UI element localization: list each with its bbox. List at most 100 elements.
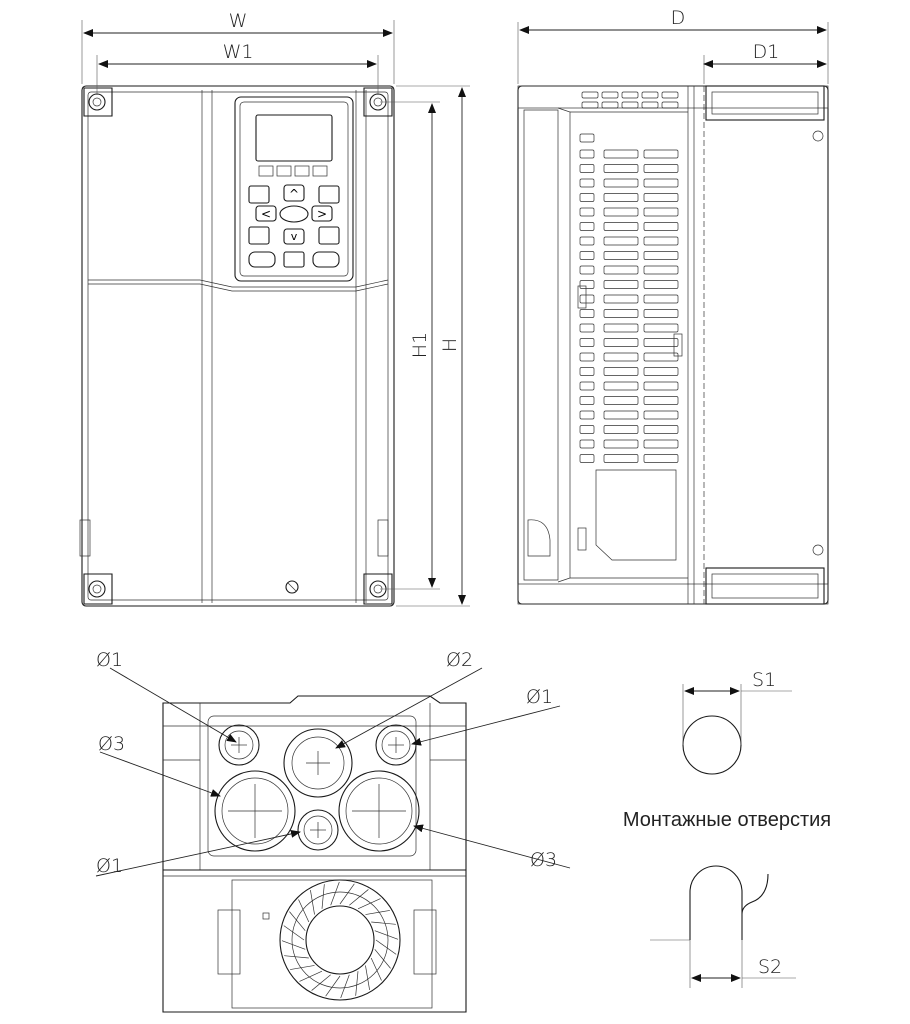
- vent-slot: [603, 367, 639, 376]
- fan-slat: [357, 898, 381, 910]
- vent-slot: [579, 425, 595, 434]
- vent-slot: [643, 323, 679, 333]
- vent-slot: [603, 193, 639, 202]
- cable-hole-small-bottom: [297, 809, 339, 851]
- vent-slot: [579, 222, 595, 231]
- vent-slot: [643, 338, 679, 347]
- hole-label-phi3-right: Ø3: [530, 849, 557, 871]
- dim-label-h: H: [439, 338, 461, 352]
- fan-grille: [217, 879, 437, 1009]
- vent-slot: [579, 439, 595, 449]
- fan-slat: [330, 881, 340, 906]
- vent-slot: [641, 101, 659, 109]
- vent-slot: [643, 381, 679, 391]
- vent-slot: [581, 91, 599, 99]
- vent-slot: [603, 294, 639, 304]
- vent-slot: [643, 454, 679, 463]
- slot-label-s1: S1: [752, 669, 776, 691]
- vent-slot: [603, 338, 639, 347]
- vent-slot: [581, 101, 599, 109]
- vent-slot: [643, 236, 679, 246]
- mounting-bracket-bottom-left: [83, 573, 113, 605]
- vent-slot: [661, 91, 679, 99]
- bottom-view: Ø1 Ø2 Ø1 Ø3 Ø1 Ø3: [95, 649, 571, 1013]
- fan-slat: [283, 925, 305, 941]
- hole-label-phi3-left: Ø3: [98, 733, 125, 755]
- fan-slat: [290, 965, 315, 970]
- mounting-holes-detail: S1 Монтажные отверстия S2: [623, 669, 831, 988]
- dim-label-w: W: [229, 10, 248, 32]
- vent-slot: [643, 178, 679, 188]
- vent-slot: [643, 222, 679, 231]
- slot-label-s2: S2: [758, 956, 782, 978]
- vent-slot: [603, 323, 639, 333]
- cable-hole-large-left: [214, 770, 296, 852]
- cable-hole-large-right: [338, 770, 420, 852]
- vent-slot: [603, 222, 639, 231]
- fan-slat: [340, 974, 350, 999]
- fan-slat: [355, 971, 359, 996]
- vent-slot: [601, 91, 619, 99]
- vent-slot: [603, 352, 639, 362]
- dim-label-d: D: [671, 7, 686, 29]
- vent-slot: [643, 294, 679, 304]
- vent-slot: [643, 207, 679, 217]
- vent-slot: [579, 178, 595, 188]
- vent-slot: [603, 396, 639, 405]
- vent-slot: [643, 193, 679, 202]
- fan-slat: [289, 911, 306, 931]
- vent-slot: [603, 149, 639, 159]
- vent-slot: [579, 164, 595, 173]
- hole-label-phi1-top-right: Ø1: [526, 686, 553, 708]
- fan-slat: [374, 930, 399, 940]
- fan-slat: [310, 890, 315, 915]
- fan-slat: [311, 974, 331, 991]
- vent-slot: [643, 149, 679, 159]
- fan-slat: [375, 939, 397, 955]
- vent-slot: [603, 410, 639, 420]
- vent-slot: [579, 454, 595, 463]
- keypad: ^ < > v: [234, 96, 354, 282]
- vent-slot: [643, 265, 679, 275]
- vent-slot: [643, 439, 679, 449]
- dim-label-h1: H1: [409, 332, 431, 358]
- vent-slot: [603, 280, 639, 289]
- vent-slot: [579, 352, 595, 362]
- vent-slot: [603, 439, 639, 449]
- vent-slot: [621, 101, 639, 109]
- screw-icon: [812, 130, 824, 142]
- vent-slot: [643, 425, 679, 434]
- keyhole-slot-shape: [689, 865, 769, 940]
- vent-slot: [603, 251, 639, 260]
- vent-slot: [603, 381, 639, 391]
- screw-icon: [812, 544, 824, 556]
- fan-slat: [365, 910, 390, 915]
- vent-slot: [579, 396, 595, 405]
- cable-hole-small-top-right: [375, 724, 417, 766]
- front-view: ^ < > v: [79, 10, 470, 607]
- hole-label-phi2: Ø2: [446, 649, 473, 671]
- vent-slot: [579, 410, 595, 420]
- vent-slot: [643, 367, 679, 376]
- hole-label-phi1-bottom: Ø1: [96, 855, 123, 877]
- left-arrow-icon: <: [261, 207, 271, 221]
- vent-slot: [579, 207, 595, 217]
- vent-slot: [579, 323, 595, 333]
- side-view: D D1: [517, 7, 829, 605]
- vent-slot: [643, 396, 679, 405]
- right-arrow-icon: >: [317, 207, 327, 221]
- fan-slat: [365, 965, 370, 990]
- fan-slat: [339, 883, 355, 905]
- vent-slot: [601, 101, 619, 109]
- round-hole-shape: [682, 715, 742, 775]
- fan-slat: [321, 884, 325, 909]
- fan-slat: [299, 970, 323, 982]
- vent-slot: [603, 309, 639, 318]
- vent-slot: [641, 91, 659, 99]
- vent-slot: [603, 178, 639, 188]
- vent-slot: [579, 193, 595, 202]
- cable-hole-small-top-left: [218, 724, 260, 766]
- vent-slot: [643, 251, 679, 260]
- vent-slot: [643, 280, 679, 289]
- vent-slot: [579, 294, 595, 304]
